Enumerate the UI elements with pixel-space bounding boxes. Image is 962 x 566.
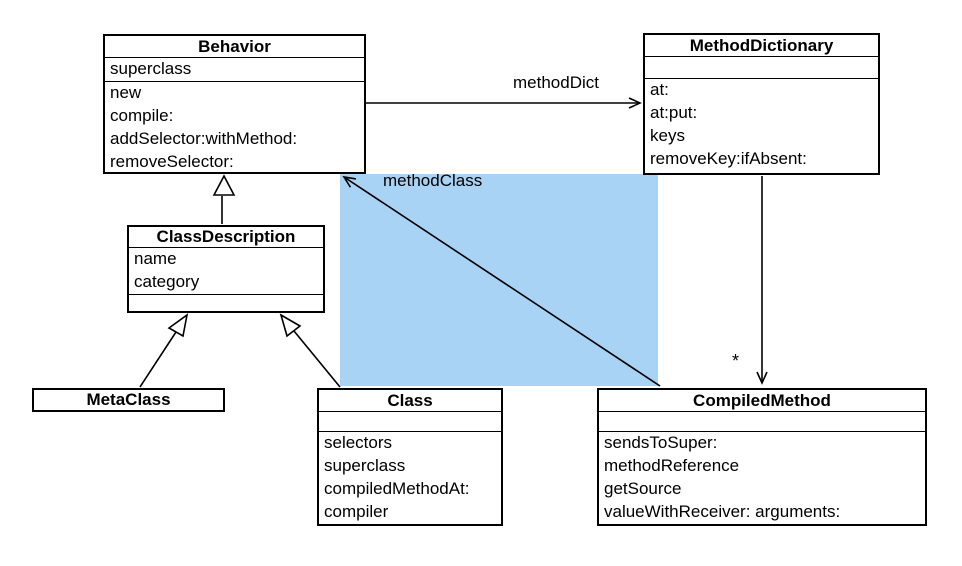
attributes-compartment — [599, 412, 925, 432]
method-row: removeKey:ifAbsent: — [650, 149, 807, 168]
class-title: CompiledMethod — [599, 390, 925, 412]
methods-compartment: selectors superclass compiledMethodAt: c… — [319, 432, 501, 524]
methoddict-label: methodDict — [513, 73, 599, 92]
methodclass-label: methodClass — [383, 171, 483, 190]
method-row: keys — [650, 126, 685, 145]
class-box-compiledmethod: CompiledMethod sendsToSuper: methodRefer… — [597, 388, 927, 526]
method-row: valueWithReceiver: arguments: — [604, 502, 841, 521]
method-row: compile: — [110, 106, 174, 125]
class-box-metaclass: MetaClass — [32, 388, 225, 412]
method-row: selectors — [324, 433, 393, 452]
class-box-methoddictionary: MethodDictionary at: at:put: keys remove… — [643, 33, 880, 175]
method-row: compiledMethodAt: — [324, 479, 470, 498]
method-row: addSelector:withMethod: — [110, 129, 298, 148]
class-generalization-line — [293, 330, 341, 388]
method-row: at: — [650, 80, 669, 99]
generalization-triangle-behavior — [212, 174, 236, 196]
class-box-class: Class selectors superclass compiledMetho… — [317, 388, 503, 526]
class-title: ClassDescription — [129, 227, 323, 248]
method-row: at:put: — [650, 103, 698, 122]
method-row: sendsToSuper: — [604, 433, 718, 452]
attributes-compartment: name category — [129, 248, 323, 295]
method-row: methodReference — [604, 456, 740, 475]
attribute-row: category — [134, 272, 200, 291]
attributes-compartment — [645, 57, 878, 79]
class-box-classdescription: ClassDescription name category — [127, 225, 325, 313]
attributes-compartment: superclass — [105, 58, 364, 82]
generalization-triangle-metaclass — [167, 313, 189, 338]
attributes-compartment — [319, 412, 501, 432]
class-box-behavior: Behavior superclass new compile: addSele… — [103, 34, 366, 174]
attribute-row: superclass — [110, 59, 192, 78]
class-title: MethodDictionary — [645, 35, 878, 57]
methodclass-association-arrow — [342, 175, 661, 387]
methods-compartment: new compile: addSelector:withMethod: rem… — [105, 82, 364, 172]
method-row: compiler — [324, 502, 389, 521]
class-title: Class — [319, 390, 501, 412]
method-row: new — [110, 83, 142, 102]
methods-compartment: sendsToSuper: methodReference getSource … — [599, 432, 925, 524]
class-title: MetaClass — [86, 390, 171, 409]
method-row: removeSelector: — [110, 152, 234, 171]
multiplicity-star-label: * — [732, 351, 740, 371]
methods-compartment: at: at:put: keys removeKey:ifAbsent: — [645, 79, 878, 171]
method-row: superclass — [324, 456, 406, 475]
generalization-triangle-class — [279, 313, 302, 338]
metaclass-generalization-line — [139, 331, 177, 388]
class-title: Behavior — [105, 36, 364, 58]
methods-compartment — [129, 295, 323, 310]
method-row: getSource — [604, 479, 682, 498]
attribute-row: name — [134, 249, 177, 268]
